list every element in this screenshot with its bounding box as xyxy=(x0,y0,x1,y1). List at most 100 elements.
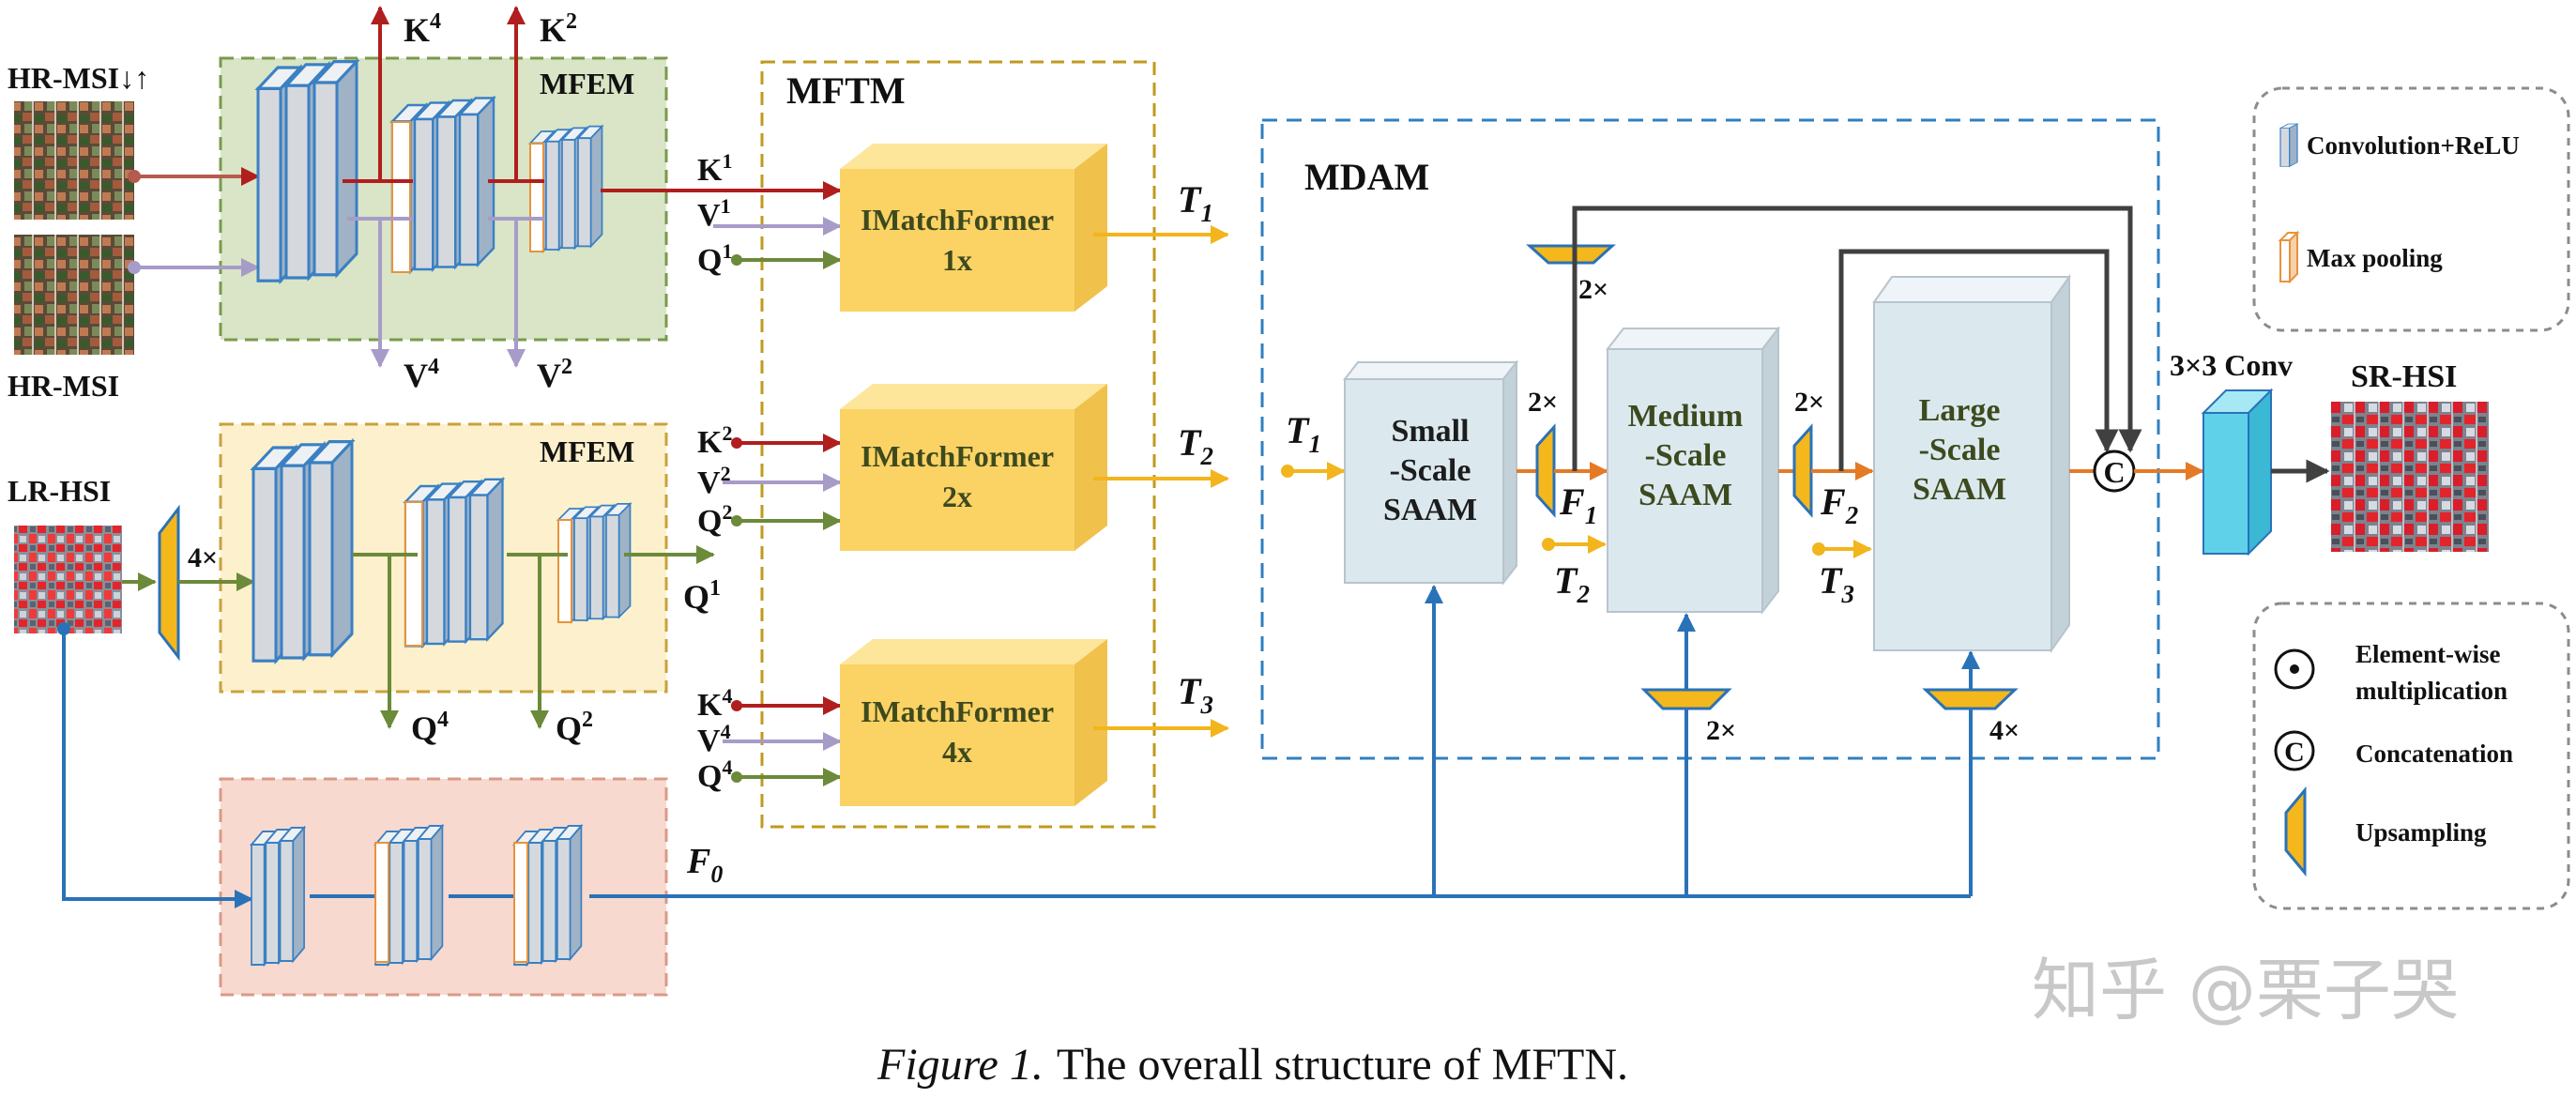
conv-icon xyxy=(2279,123,2298,168)
q2-label: Q2 xyxy=(556,708,593,747)
k1-in-label: K1 xyxy=(697,149,732,188)
legend-concat-label: Concatenation xyxy=(2355,740,2513,768)
legend-bottom-box xyxy=(2252,602,2570,910)
upsample-f1-icon xyxy=(1535,423,1556,518)
saam-medium: Medium -Scale SAAM xyxy=(1605,326,1781,615)
q4-label: Q4 xyxy=(411,708,449,747)
upsampling-icon xyxy=(2284,785,2307,877)
imatchformer-1x: IMatchFormer 1x xyxy=(840,144,1107,312)
down-medium-factor: 2× xyxy=(1706,715,1736,746)
saam-small-line1: Small xyxy=(1391,414,1469,449)
q2-in-label: Q2 xyxy=(697,500,732,539)
upsample-f2-icon xyxy=(1792,423,1813,518)
imatchformer-4x-scale: 4x xyxy=(942,735,972,769)
lr-hsi-label: LR-HSI xyxy=(8,474,111,508)
imatchformer-4x: IMatchFormer 4x xyxy=(840,639,1107,806)
maxpool-slab-mid3 xyxy=(557,519,572,623)
v2-label: V2 xyxy=(537,355,572,394)
q1-out-label: Q1 xyxy=(683,576,721,616)
v4-in-label: V4 xyxy=(697,720,731,758)
legend-maxpool-label: Max pooling xyxy=(2307,244,2443,272)
saam-large-line2: -Scale xyxy=(1919,433,2001,467)
downsample-medium-icon xyxy=(1640,688,1732,710)
f0-stage1 xyxy=(251,827,306,966)
t2-out-label: T2 xyxy=(1178,421,1213,470)
q4-in-label: Q4 xyxy=(697,755,732,794)
k2-top-label: K2 xyxy=(540,9,577,49)
skip-f1-to-concat xyxy=(1572,206,2142,471)
saam-large-line3: SAAM xyxy=(1913,472,2006,507)
legend-multiply-line1: Element-wise xyxy=(2355,640,2500,668)
v4-label: V4 xyxy=(404,355,439,394)
down-large-factor: 4× xyxy=(1989,715,2020,746)
lr-tap-dot xyxy=(57,622,70,635)
caption-prefix: Figure 1. xyxy=(876,1040,1044,1090)
legend-top-box xyxy=(2252,86,2570,332)
up-f1-factor: 2× xyxy=(1528,387,1558,418)
concat-symbol: C xyxy=(2103,455,2125,489)
mdam-title: MDAM xyxy=(1304,156,1429,198)
hr-msi-label: HR-MSI xyxy=(8,369,119,403)
imatchformer-4x-name: IMatchFormer xyxy=(861,694,1054,728)
t1-out-label: T1 xyxy=(1178,178,1213,227)
v1-in-label: V1 xyxy=(697,194,731,233)
saam-medium-line3: SAAM xyxy=(1639,478,1732,512)
mfem-mid-stage1 xyxy=(252,440,354,663)
figure-caption: Figure 1. The overall structure of MFTN. xyxy=(876,1040,1628,1090)
multiply-dot xyxy=(2290,664,2299,674)
mftm-title: MFTM xyxy=(786,69,906,112)
legend-upsampling-label: Upsampling xyxy=(2355,818,2487,846)
legend-conv-label: Convolution+ReLU xyxy=(2307,131,2520,160)
mfem-top-stage1 xyxy=(256,59,358,282)
hr-msi-image xyxy=(14,235,134,355)
maxpool-slab-mid2 xyxy=(404,501,423,647)
mfem-top-title: MFEM xyxy=(540,67,634,100)
mdam-box xyxy=(1260,118,2160,760)
watermark: 知乎 @栗子哭 xyxy=(2032,951,2459,1029)
maxpool-slab-top3 xyxy=(529,143,544,252)
f1-label: F1 xyxy=(1559,480,1597,529)
k2-in-label: K2 xyxy=(697,421,732,460)
q1-in-label: Q1 xyxy=(697,239,732,278)
t3-in-label: T3 xyxy=(1819,559,1854,608)
f0-label: F0 xyxy=(686,842,723,888)
hr-msi-du-label: HR-MSI↓↑ xyxy=(8,61,149,95)
saam-medium-line2: -Scale xyxy=(1645,438,1727,473)
k4-top-label: K4 xyxy=(404,9,441,49)
concat-icon xyxy=(2274,730,2315,771)
saam-large-line1: Large xyxy=(1919,393,2001,428)
maxpool-slab-f0-3 xyxy=(513,842,528,963)
maxpool-slab-top2 xyxy=(391,121,411,273)
legend-multiply-line2: multiplication xyxy=(2355,677,2507,705)
up-f2-factor: 2× xyxy=(1794,387,1824,418)
sr-hsi-label: SR-HSI xyxy=(2351,359,2457,394)
saam-medium-line1: Medium xyxy=(1628,399,1744,434)
pool-top-icon xyxy=(1526,244,1616,265)
sr-hsi-image xyxy=(2331,402,2489,552)
maxpool-slab-f0-2 xyxy=(374,842,389,963)
maxpool-icon xyxy=(2278,230,2300,284)
upsample-lr-factor: 4× xyxy=(188,542,218,573)
imatchformer-2x-name: IMatchFormer xyxy=(861,439,1054,473)
pool-top-factor: 2× xyxy=(1578,274,1608,305)
saam-small-line3: SAAM xyxy=(1383,493,1477,527)
t2-in-label: T2 xyxy=(1554,559,1590,608)
t1-in-label: T1 xyxy=(1286,409,1321,458)
imatchformer-1x-scale: 1x xyxy=(942,243,972,277)
k4-in-label: K4 xyxy=(697,684,732,723)
f2-label: F2 xyxy=(1820,480,1858,529)
saam-small-line2: -Scale xyxy=(1390,453,1471,488)
caption-text: The overall structure of MFTN. xyxy=(1057,1040,1628,1090)
conv3x3-label: 3×3 Conv xyxy=(2170,348,2293,382)
lr-hsi-image xyxy=(14,526,122,633)
v2-in-label: V2 xyxy=(697,462,731,500)
imatchformer-2x: IMatchFormer 2x xyxy=(840,384,1107,551)
downsample-large-icon xyxy=(1922,688,2019,710)
lr-to-f0-line xyxy=(62,629,253,908)
upsample-lr-icon xyxy=(158,504,180,662)
t3-out-label: T3 xyxy=(1178,670,1213,719)
mfem-mid-title: MFEM xyxy=(540,435,634,468)
hr-msi-du-image xyxy=(14,101,134,220)
skip-f2-to-concat xyxy=(1838,249,2119,471)
saam-large: Large -Scale SAAM xyxy=(1872,273,2071,654)
